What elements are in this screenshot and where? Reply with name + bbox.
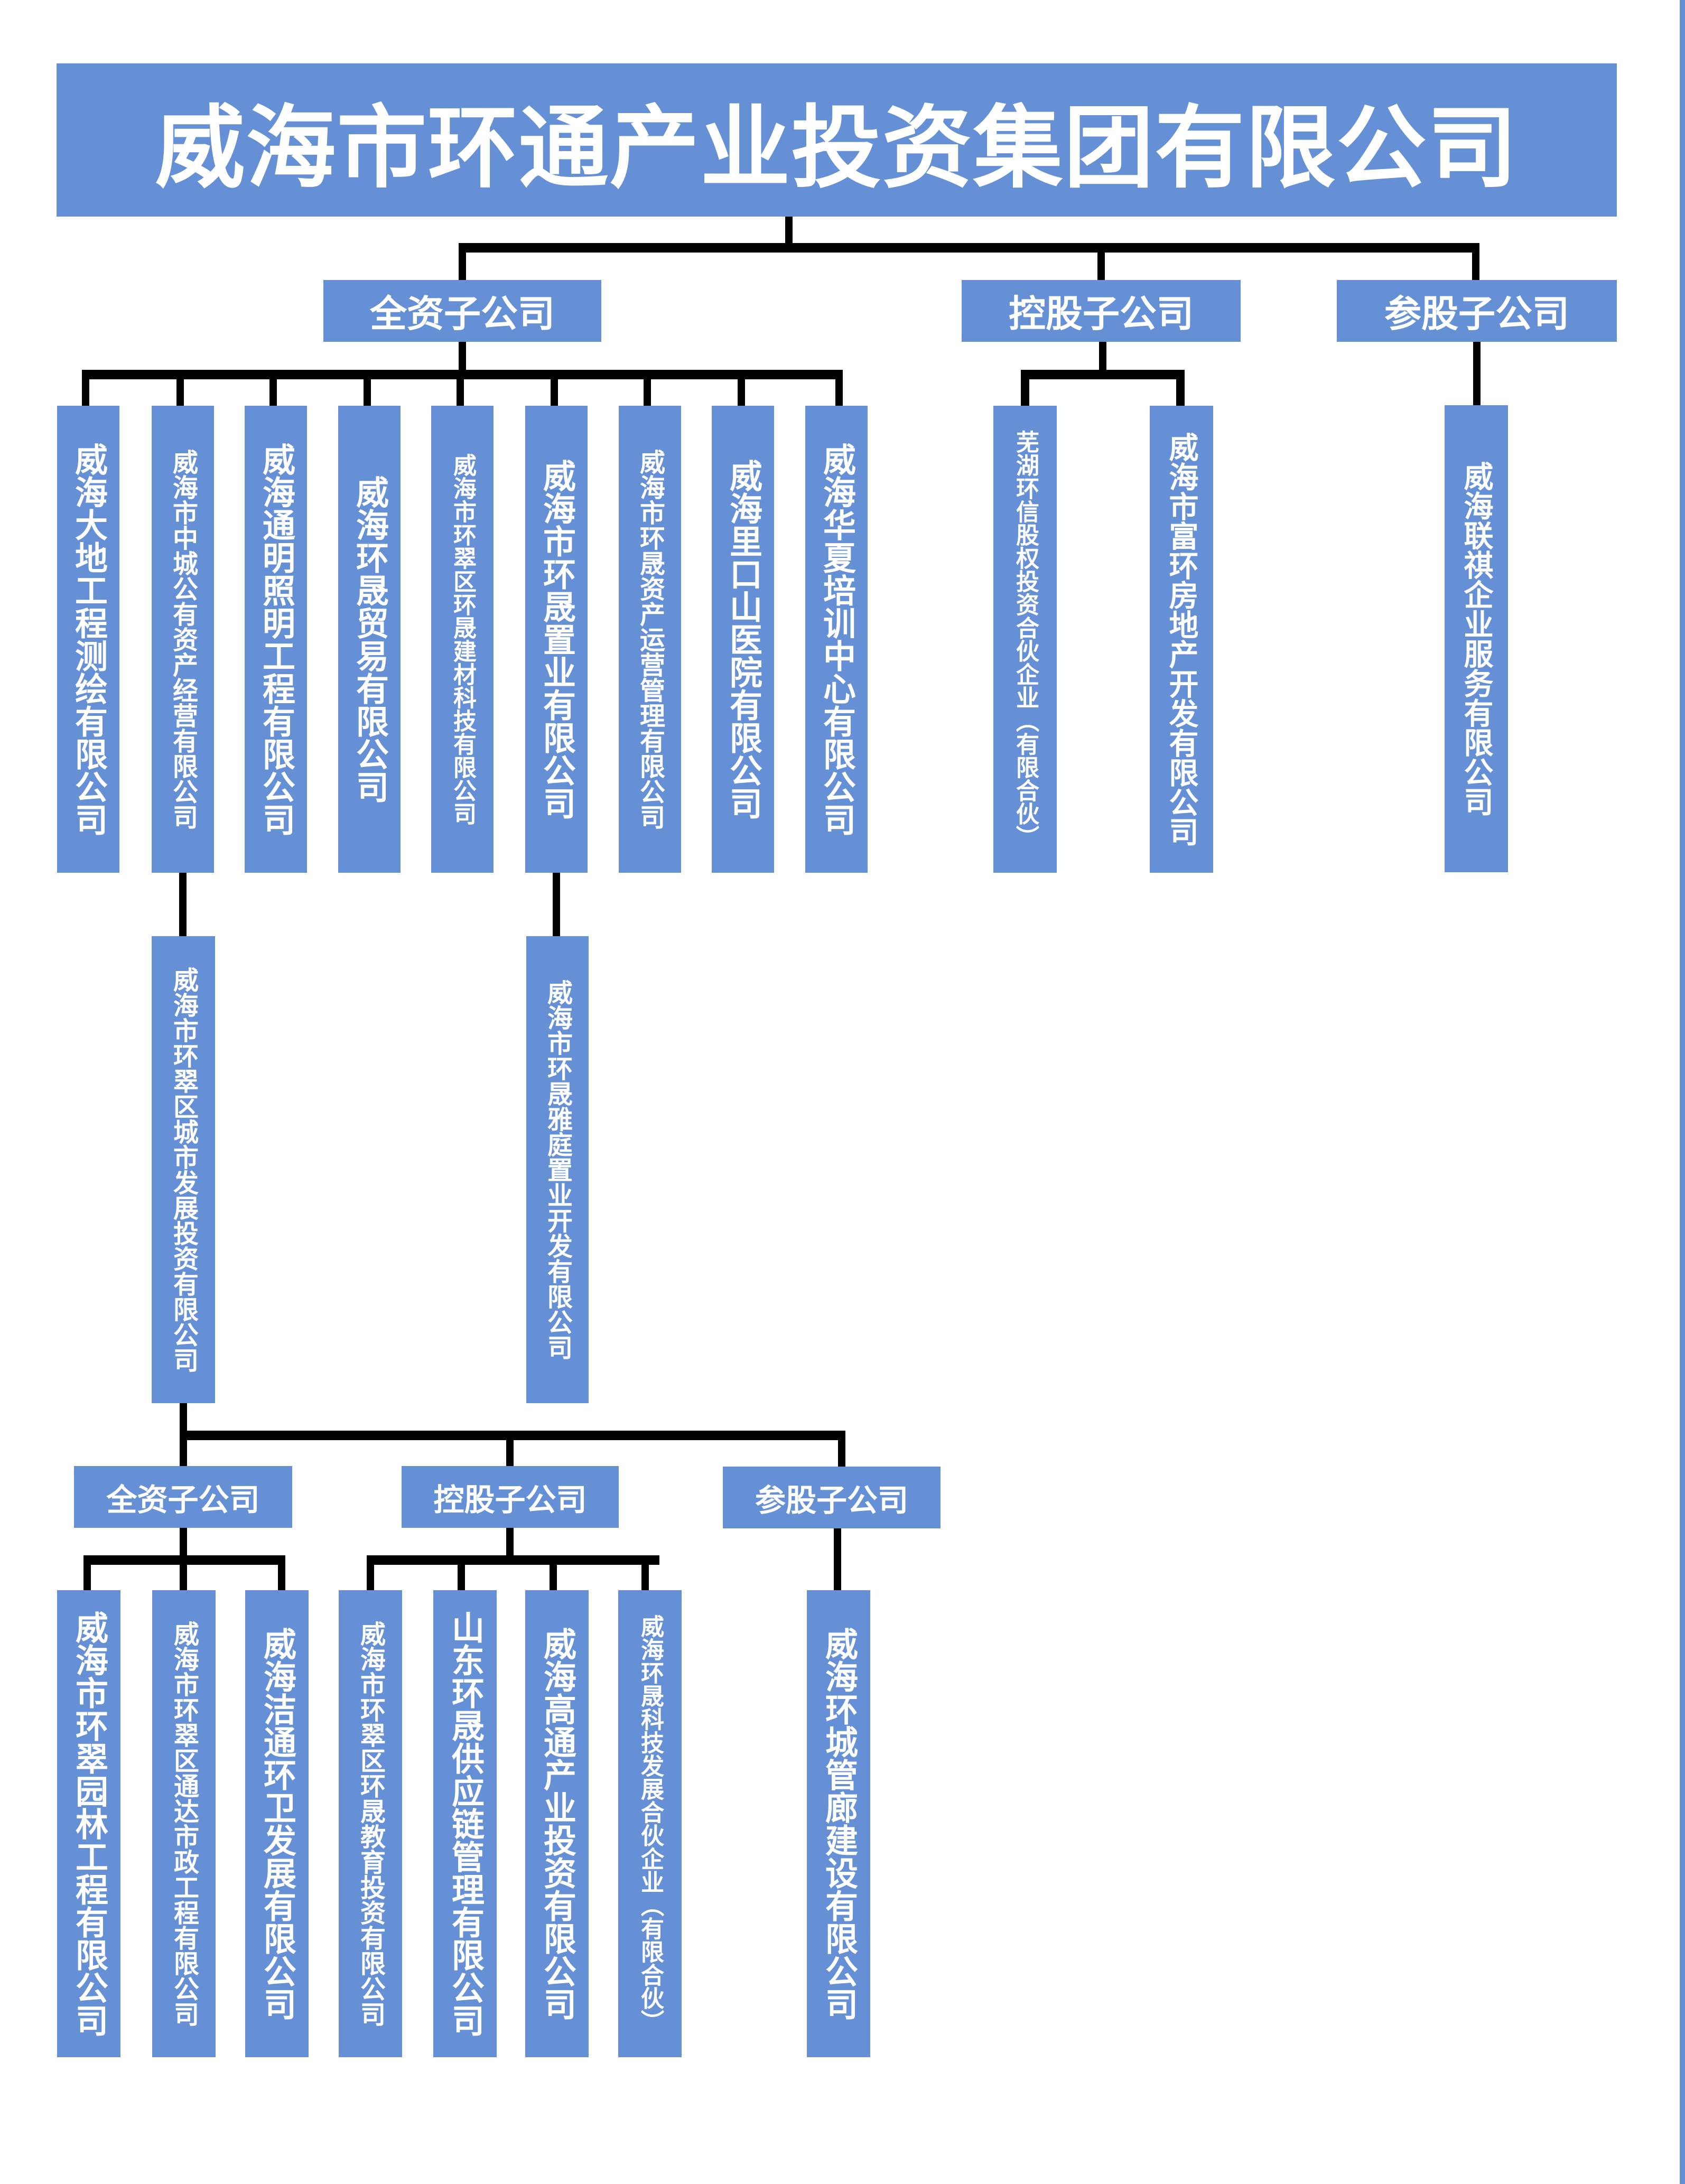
company-box: 威海大地工程测绘有限公司 (57, 406, 119, 873)
company-box: 芜湖环信股权投资合伙企业（有限合伙） (993, 406, 1057, 873)
category-holding: 控股子公司 (962, 280, 1241, 342)
connector (458, 1555, 465, 1591)
category-wholly-owned: 全资子公司 (323, 280, 601, 342)
company-name: 威海市环翠区通达市政工程有限公司 (169, 1621, 199, 2027)
connector (1176, 370, 1185, 406)
company-box: 威海市环翠园林工程有限公司 (57, 1590, 120, 2057)
category-label: 控股子公司 (433, 1482, 587, 1517)
company-name: 威海华夏培训中心有限公司 (817, 443, 856, 836)
company-box: 威海市中城公有资产经营有限公司 (152, 406, 214, 873)
connector (644, 370, 651, 406)
company-name: 威海市环晟雅庭置业开发有限公司 (543, 979, 572, 1360)
company-name: 威海环晟科技发展合伙企业（有限合伙） (637, 1614, 664, 2033)
company-box: 威海里口山医院有限公司 (712, 406, 774, 873)
group-title: 威海市环通产业投资集团有限公司 (155, 98, 1519, 199)
company-name: 威海市环晟置业有限公司 (537, 459, 576, 819)
connector (785, 217, 793, 248)
company-name: 威海市环翠园林工程有限公司 (70, 1611, 108, 2037)
company-name: 威海联祺企业服务有限公司 (1459, 461, 1494, 816)
connector (551, 370, 558, 406)
connector (82, 370, 89, 406)
company-name: 威海高通产业投资有限公司 (538, 1627, 576, 2020)
connector (367, 1555, 659, 1565)
company-box: 威海环城管廊建设有限公司 (807, 1590, 870, 2057)
category-participating: 参股子公司 (1337, 280, 1617, 342)
sub-category-holding: 控股子公司 (402, 1466, 619, 1528)
company-box: 威海市富环房地产开发有限公司 (1150, 406, 1213, 873)
connector (180, 1528, 187, 1560)
company-box: 威海环晟科技发展合伙企业（有限合伙） (618, 1590, 682, 2057)
company-name: 威海通明照明工程有限公司 (257, 443, 295, 836)
company-name: 威海里口山医院有限公司 (724, 459, 762, 819)
category-label: 参股子公司 (755, 1483, 908, 1518)
connector (278, 1555, 285, 1591)
category-label: 全资子公司 (370, 293, 555, 334)
connector (364, 370, 371, 406)
connector (1472, 243, 1479, 281)
company-box: 威海华夏培训中心有限公司 (805, 406, 868, 873)
connector (179, 873, 187, 939)
company-box: 威海环晟贸易有限公司 (338, 406, 401, 873)
company-box: 威海洁通环卫发展有限公司 (245, 1590, 309, 2057)
connector (1473, 342, 1481, 405)
company-box: 威海市环翠区城市发展投资有限公司 (152, 936, 215, 1403)
connector (457, 370, 464, 406)
company-name: 威海市环晟资产运营管理有限公司 (635, 449, 665, 829)
company-box: 威海市环翠区环晟教育投资有限公司 (339, 1590, 402, 2057)
company-name: 威海环城管廊建设有限公司 (820, 1627, 858, 2020)
company-box: 山东环晟供应链管理有限公司 (433, 1590, 497, 2057)
company-box: 威海高通产业投资有限公司 (525, 1590, 589, 2057)
connector (180, 1555, 187, 1591)
company-box: 威海市环翠区通达市政工程有限公司 (152, 1590, 216, 2057)
company-name: 威海市环翠区环晟教育投资有限公司 (356, 1621, 385, 2027)
connector (835, 370, 843, 406)
sub-category-wholly-owned: 全资子公司 (74, 1466, 292, 1528)
company-box: 威海市环晟置业有限公司 (525, 406, 588, 873)
category-label: 全资子公司 (106, 1482, 260, 1517)
company-name: 威海环晟贸易有限公司 (350, 475, 389, 803)
company-name: 威海市富环房地产开发有限公司 (1164, 432, 1199, 846)
connector (83, 1555, 91, 1591)
sub-category-participating: 参股子公司 (723, 1467, 941, 1528)
company-box: 威海通明照明工程有限公司 (245, 406, 307, 873)
connector (506, 1528, 514, 1560)
page-edge-stripe (1680, 0, 1685, 2184)
connector (1097, 243, 1105, 281)
company-box: 威海市环晟资产运营管理有限公司 (619, 406, 681, 873)
company-box: 威海联祺企业服务有限公司 (1445, 405, 1508, 872)
company-name: 威海市环翠区城市发展投资有限公司 (169, 967, 198, 1373)
connector (459, 243, 1479, 253)
company-box: 威海市环翠区环晟建材科技有限公司 (431, 406, 494, 873)
connector (506, 1431, 514, 1467)
group-title-box: 威海市环通产业投资集团有限公司 (57, 63, 1617, 217)
connector (838, 1431, 845, 1468)
connector (1099, 342, 1106, 374)
company-box: 威海市环晟雅庭置业开发有限公司 (526, 936, 589, 1403)
connector (738, 370, 745, 406)
connector (459, 342, 466, 374)
company-name: 威海市环翠区环晟建材科技有限公司 (449, 453, 476, 825)
connector (269, 370, 277, 406)
company-name: 威海市中城公有资产经营有限公司 (168, 449, 198, 829)
connector (459, 243, 466, 281)
connector (550, 1555, 557, 1591)
company-name: 山东环晟供应链管理有限公司 (446, 1611, 485, 2037)
company-name: 威海大地工程测绘有限公司 (69, 443, 108, 836)
connector (176, 370, 184, 406)
connector (1021, 370, 1185, 379)
connector (641, 1555, 649, 1591)
company-name: 威海洁通环卫发展有限公司 (258, 1627, 296, 2020)
connector (367, 1555, 374, 1591)
connector (553, 873, 560, 939)
category-label: 控股子公司 (1009, 293, 1194, 334)
connector (834, 1528, 841, 1592)
company-name: 芜湖环信股权投资合伙企业（有限合伙） (1012, 430, 1039, 848)
category-label: 参股子公司 (1384, 293, 1569, 334)
connector (1021, 370, 1029, 406)
